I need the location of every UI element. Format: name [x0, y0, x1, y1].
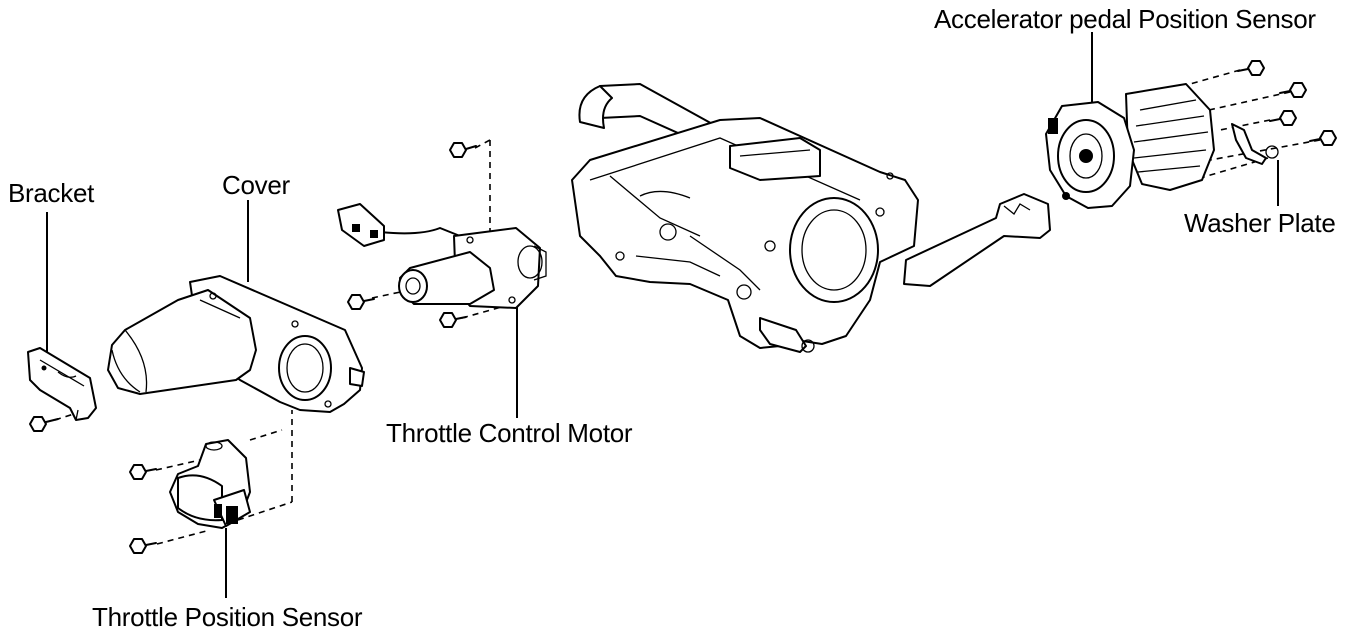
bolt-icon [1269, 110, 1297, 126]
bolt-icon [1237, 60, 1265, 76]
leader-lines [46, 32, 1279, 598]
label-washer-plate: Washer Plate [1184, 208, 1336, 238]
throttle-body-part [571, 83, 1051, 353]
bolt-icon [347, 294, 375, 310]
throttle-position-sensor-part [169, 439, 251, 529]
bolt-icon [1309, 130, 1337, 146]
label-throttle-position-sensor: Throttle Position Sensor [92, 602, 363, 632]
bracket-part [27, 347, 97, 421]
bolt-icon [29, 416, 59, 432]
bolt-icon [129, 464, 157, 480]
label-throttle-control-motor: Throttle Control Motor [386, 418, 633, 448]
bolt-icon [1279, 82, 1307, 98]
bolt-icon [439, 312, 467, 328]
label-cover: Cover [222, 170, 290, 200]
accelerator-sensor-part [1045, 83, 1279, 209]
bolt-icon [449, 142, 477, 158]
label-bracket: Bracket [8, 178, 95, 208]
bolts [29, 60, 1337, 554]
assembly-dashed-lines [54, 69, 1321, 545]
bolt-icon [129, 538, 157, 554]
throttle-control-motor-part [337, 203, 547, 309]
label-accelerator-sensor: Accelerator pedal Position Sensor [934, 4, 1316, 34]
cover-part [107, 275, 365, 413]
